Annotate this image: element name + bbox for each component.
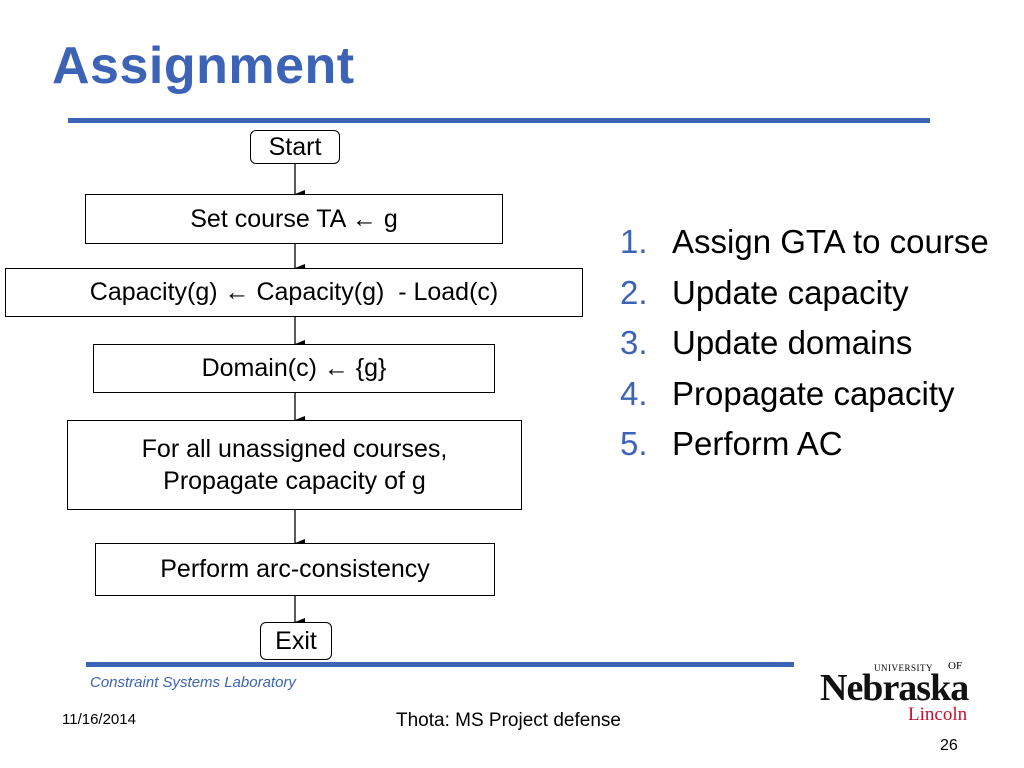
capacity-node: Capacity(g) ← Capacity(g) - Load(c) [5,268,583,317]
arc-consistency-node: Perform arc-consistency [95,543,495,596]
footer-divider [86,662,794,667]
title-divider [68,118,930,123]
arc-consistency-label: Perform arc-consistency [160,555,430,584]
list-item-text: Update domains [672,324,913,362]
list-item-number: 2. [620,273,648,311]
list-item: 1. Assign GTA to course [620,222,1020,263]
list-item-text: Perform AC [672,425,843,463]
logo-name-text: Nebraska [820,667,969,709]
propagate-node: For all unassigned courses, Propagate ca… [67,420,522,510]
list-item-number: 1. [620,223,648,260]
list-item: 4. Propagate capacity [620,374,1020,415]
exit-node: Exit [260,622,332,660]
university-logo: UNIVERSITY OF Nebraska Lincoln [818,660,969,726]
slide-date: 11/16/2014 [62,711,136,728]
list-item: 5. Perform AC [620,424,1020,465]
start-node: Start [250,130,340,164]
list-item-number: 3. [620,324,648,362]
domain-label: Domain(c) ← {g} [201,354,387,383]
lab-name: Constraint Systems Laboratory [90,674,296,691]
capacity-label: Capacity(g) ← Capacity(g) - Load(c) [89,278,499,307]
list-item-number: 4. [620,374,648,412]
propagate-label-line1: For all unassigned courses, [141,434,448,463]
exit-label: Exit [275,626,317,655]
footer-title: Thota: MS Project defense [396,710,621,731]
logo-city-text: Lincoln [908,704,968,725]
list-item: 3. Update domains [620,323,1020,364]
set-course-node: Set course TA ← g [85,194,503,244]
page-number: 26 [940,737,958,754]
set-course-label: Set course TA ← g [190,204,398,233]
list-item-text: Assign GTA to course [672,223,989,260]
list-item-number: 5. [620,425,648,463]
list-item-text: Propagate capacity [672,374,955,412]
steps-list: 1. Assign GTA to course 2. Update capaci… [620,222,1020,475]
list-item: 2. Update capacity [620,273,1020,314]
propagate-label-line2: Propagate capacity of g [163,467,426,495]
logo-of-text: OF [948,660,963,672]
domain-node: Domain(c) ← {g} [93,344,495,393]
logo-university-text: UNIVERSITY [874,663,933,673]
list-item-text: Update capacity [672,273,909,311]
start-label: Start [268,132,322,161]
slide-title: Assignment [52,37,355,95]
